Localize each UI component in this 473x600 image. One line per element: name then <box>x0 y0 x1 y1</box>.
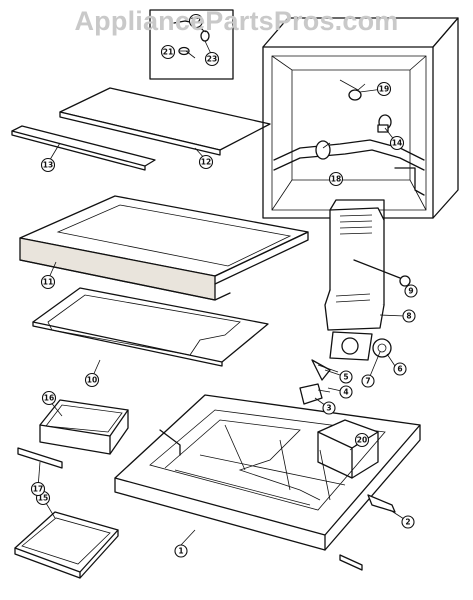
crisper-cover-frame <box>19 195 309 301</box>
wire-shelf <box>59 87 271 156</box>
shelf-front-trim <box>11 125 156 171</box>
svg-text:7: 7 <box>365 377 370 386</box>
svg-text:15: 15 <box>38 494 48 503</box>
svg-text:18: 18 <box>331 175 341 184</box>
svg-text:21: 21 <box>163 48 173 57</box>
callout-23: 23 <box>204 51 220 67</box>
callout-12: 12 <box>198 154 214 170</box>
svg-text:10: 10 <box>87 376 97 385</box>
callout-21: 21 <box>160 44 176 60</box>
drawer-handle <box>17 447 63 469</box>
callout-10: 10 <box>84 372 100 388</box>
svg-text:1: 1 <box>178 547 183 556</box>
callout-5: 5 <box>339 370 353 384</box>
svg-text:19: 19 <box>379 85 389 94</box>
svg-text:8: 8 <box>406 312 411 321</box>
callout-6: 6 <box>393 362 407 376</box>
callout-8: 8 <box>402 309 416 323</box>
svg-text:11: 11 <box>43 278 53 287</box>
ice-cube-tray <box>14 511 119 579</box>
svg-text:13: 13 <box>43 161 53 170</box>
evaporator-cover <box>324 199 411 331</box>
svg-text:23: 23 <box>207 55 217 64</box>
svg-text:12: 12 <box>201 158 211 167</box>
callout-3: 3 <box>322 401 336 415</box>
callout-22: 22 <box>188 13 204 29</box>
refrigerator-liner-base <box>114 394 421 551</box>
svg-text:3: 3 <box>326 404 331 413</box>
crisper-drawer <box>39 399 129 455</box>
callout-14: 14 <box>389 135 405 151</box>
callout-19: 19 <box>376 81 392 97</box>
glass-panel <box>32 287 269 367</box>
callout-1: 1 <box>174 544 188 558</box>
callout-9: 9 <box>404 284 418 298</box>
svg-text:2: 2 <box>405 518 410 527</box>
callout-18: 18 <box>328 171 344 187</box>
callout-11: 11 <box>40 274 56 290</box>
svg-text:14: 14 <box>392 139 402 148</box>
callout-13: 13 <box>40 157 56 173</box>
svg-text:17: 17 <box>33 485 43 494</box>
svg-text:5: 5 <box>343 373 348 382</box>
svg-text:6: 6 <box>397 365 402 374</box>
svg-text:4: 4 <box>343 388 348 397</box>
callout-4: 4 <box>339 385 353 399</box>
callout-20: 20 <box>354 432 370 448</box>
svg-text:9: 9 <box>408 287 413 296</box>
callout-17: 17 <box>30 481 46 497</box>
callout-7: 7 <box>361 374 375 388</box>
svg-text:20: 20 <box>357 436 367 445</box>
breaker-strip <box>339 494 396 571</box>
svg-text:22: 22 <box>191 17 201 26</box>
svg-text:16: 16 <box>44 394 54 403</box>
callout-16: 16 <box>41 390 57 406</box>
refrigerator-cabinet <box>262 17 459 219</box>
fan-motor-assembly <box>299 331 392 405</box>
callout-2: 2 <box>401 515 415 529</box>
